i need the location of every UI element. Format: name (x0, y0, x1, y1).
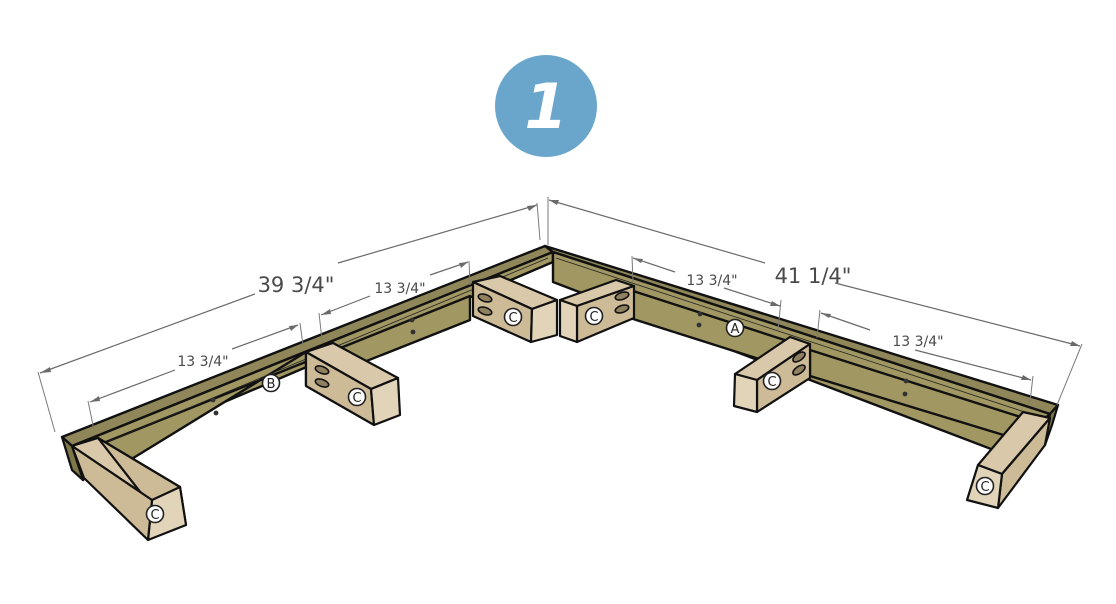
svg-text:13 3/4": 13 3/4" (892, 334, 943, 350)
svg-text:C: C (767, 375, 776, 390)
dimension-right-inner-spacing: 13 3/4" (631, 255, 782, 331)
svg-text:13 3/4": 13 3/4" (374, 281, 425, 297)
svg-text:A: A (731, 322, 740, 337)
svg-text:13 3/4": 13 3/4" (177, 354, 228, 370)
svg-text:C: C (980, 480, 989, 495)
dimension-left-outer-spacing: 13 3/4" (87, 322, 304, 431)
svg-text:C: C (508, 311, 517, 326)
dimension-left-overall: 39 3/4" (37, 202, 541, 433)
dimension-left-inner-spacing: 13 3/4" (318, 260, 471, 341)
leg-c-3: C (471, 274, 559, 344)
dimension-label-39-3-4: 39 3/4" (258, 273, 335, 297)
part-label-b: B (261, 373, 281, 393)
step-badge: 1 (495, 55, 597, 157)
svg-text:C: C (352, 391, 361, 406)
dimension-right-overall: 41 1/4" (547, 197, 1083, 406)
leg-c-2: C (304, 341, 402, 427)
svg-text:C: C (150, 508, 159, 523)
leg-c-1: C (70, 436, 188, 542)
dimension-label-41-1-4: 41 1/4" (775, 264, 852, 288)
leg-c-5: C (732, 335, 812, 414)
dimension-right-outer-spacing: 13 3/4" (816, 309, 1034, 403)
svg-text:C: C (589, 310, 598, 325)
svg-text:13 3/4": 13 3/4" (686, 273, 737, 289)
step-number: 1 (524, 70, 567, 143)
leg-c-4: C (558, 278, 636, 344)
leg-c-6: C (965, 410, 1052, 510)
svg-text:B: B (267, 377, 276, 392)
step-badge-circle (495, 55, 597, 157)
part-label-a: A (725, 318, 745, 338)
